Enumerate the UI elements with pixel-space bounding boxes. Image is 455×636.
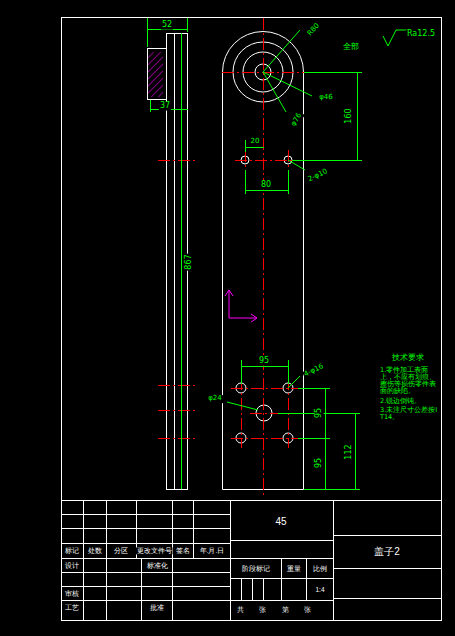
title-cell: 第 [281, 606, 290, 613]
title-cell: 审核 [64, 590, 80, 597]
section-hatch [148, 52, 163, 97]
hub-section [148, 49, 167, 100]
dimension: 95 [315, 407, 324, 419]
title-cell: 签名 [175, 547, 191, 554]
title-cell: 重量 [286, 565, 302, 572]
dimension: 95 [258, 357, 270, 366]
dimension: 37 [159, 102, 171, 111]
scale-value: 1:4 [314, 586, 325, 593]
title-cell: 年.月.日 [199, 547, 226, 554]
title-cell: 批准 [149, 604, 165, 611]
title-cell: 工艺 [64, 604, 80, 611]
drawing-frame [62, 18, 442, 621]
requirements-title: 技术要求 [391, 354, 425, 363]
title-cell: 设计 [64, 562, 80, 569]
dimension: 867 [185, 253, 194, 270]
title-cell: 阶段标记 [241, 565, 271, 572]
title-cell: 标记 [64, 547, 80, 554]
part-name: 盖子2 [373, 546, 401, 557]
roughness-note: 全部 [342, 43, 360, 52]
dimension-lines [147, 18, 408, 490]
dimension: φ46 [318, 94, 334, 102]
requirement: 3.未注尺寸公差按IT14。 [379, 407, 439, 421]
ucs-icon [225, 290, 257, 322]
title-cell: 标准化 [146, 562, 169, 569]
dimension: 95 [315, 457, 324, 469]
dimension: φ24 [207, 395, 223, 403]
dimension: 112 [345, 443, 354, 460]
dimension: 20 [250, 138, 261, 146]
dimension: 52 [161, 21, 173, 30]
title-cell: 共 [236, 606, 245, 613]
title-cell: 张 [303, 606, 312, 613]
material: 45 [274, 516, 287, 527]
title-cell: 处数 [87, 547, 103, 554]
roughness-value: Ra12.5 [406, 30, 436, 39]
hole-callout: 4-φ16 [302, 363, 326, 379]
requirement: 1.零件加工表面上，不应有划痕、擦伤等损伤零件表面的缺陷。 [379, 367, 439, 396]
title-cell: 更改文件号 [136, 547, 173, 554]
hole-callout: 2-φ10 [306, 168, 330, 184]
dimension: φ76 [290, 111, 304, 128]
center-lines [158, 18, 304, 496]
title-cell: 张 [258, 606, 267, 613]
title-cell: 比例 [312, 565, 328, 572]
dimension: 80 [260, 181, 272, 190]
dimension: R80 [306, 22, 322, 39]
requirement: 2.锐边倒钝。 [379, 398, 439, 405]
title-cell: 分区 [113, 547, 129, 554]
dimension: 160 [345, 107, 354, 124]
